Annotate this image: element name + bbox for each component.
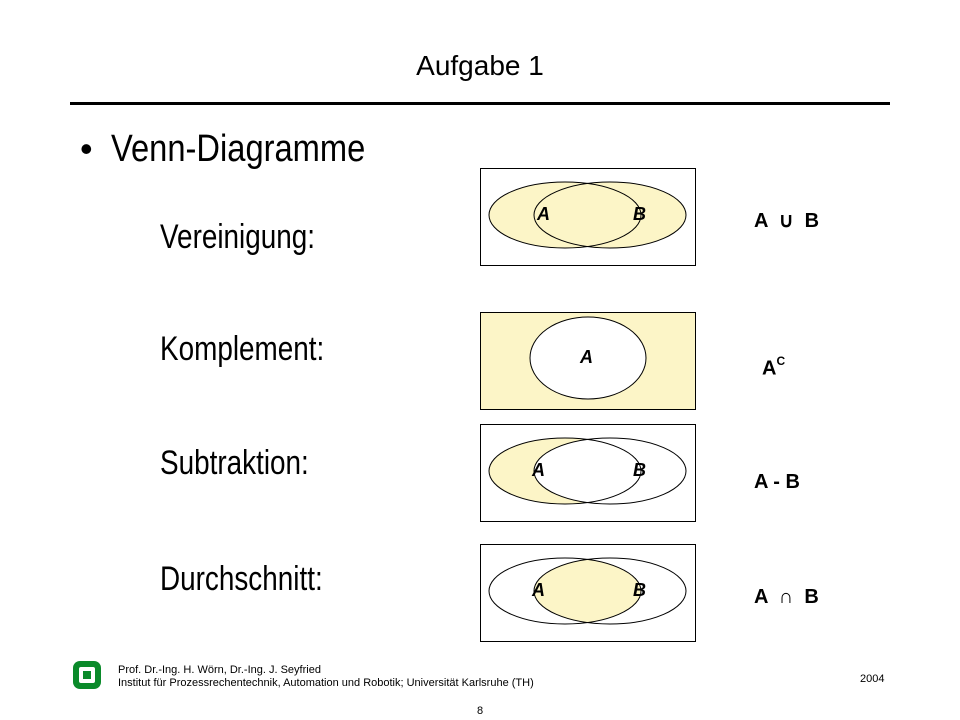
set-b-label: B [633,204,646,224]
footer-year: 2004 [860,673,885,685]
notation-subtraction: A - B [754,471,800,493]
slide-title: Aufgabe 1 [416,50,544,81]
university-logo-icon [73,661,101,689]
set-b-label: B [633,580,646,600]
bullet-dot: • [80,128,93,169]
venn-complement-diagram: A [480,312,696,410]
set-b-circle [533,557,687,625]
set-a-label: A [531,460,545,480]
notation-complement-sup: C [776,354,786,368]
notation-complement-base: A [762,357,777,380]
page-number: 8 [476,705,484,717]
label-vereinigung: Vereinigung: [160,218,316,256]
notation-union: A ∪ B [754,210,820,232]
intersection-fill [534,558,641,624]
footer-institute: Institut für Prozessrechentechnik, Autom… [118,677,534,689]
set-a-circle [488,557,642,625]
section-heading: Venn-Diagramme [110,128,365,170]
set-a-label: A [579,347,593,367]
title-divider [70,102,890,105]
venn-union-diagram: A B [480,168,696,266]
set-b-label: B [633,460,646,480]
set-b-circle [533,437,687,505]
label-subtraktion: Subtraktion: [160,444,309,482]
intersection-clear [534,438,641,504]
set-a-circle [488,437,642,505]
venn-intersection-diagram: A B [480,544,696,642]
set-a-label: A [531,580,545,600]
label-komplement: Komplement: [160,330,325,368]
venn-subtraction-diagram: A B [480,424,696,522]
set-b-circle [533,181,687,249]
footer-authors: Prof. Dr.-Ing. H. Wörn, Dr.-Ing. J. Seyf… [118,664,321,676]
bullet-heading: • Venn-Diagramme [80,128,406,171]
footer-credits: Prof. Dr.-Ing. H. Wörn, Dr.-Ing. J. Seyf… [118,664,534,690]
set-a-label: A [536,204,550,224]
set-b-fill [534,182,686,248]
notation-complement: AC [762,354,786,381]
set-a-circle [529,316,647,400]
set-a-circle [488,181,642,249]
notation-intersection: A ∩ B [754,586,819,608]
label-durchschnitt: Durchschnitt: [160,560,323,598]
